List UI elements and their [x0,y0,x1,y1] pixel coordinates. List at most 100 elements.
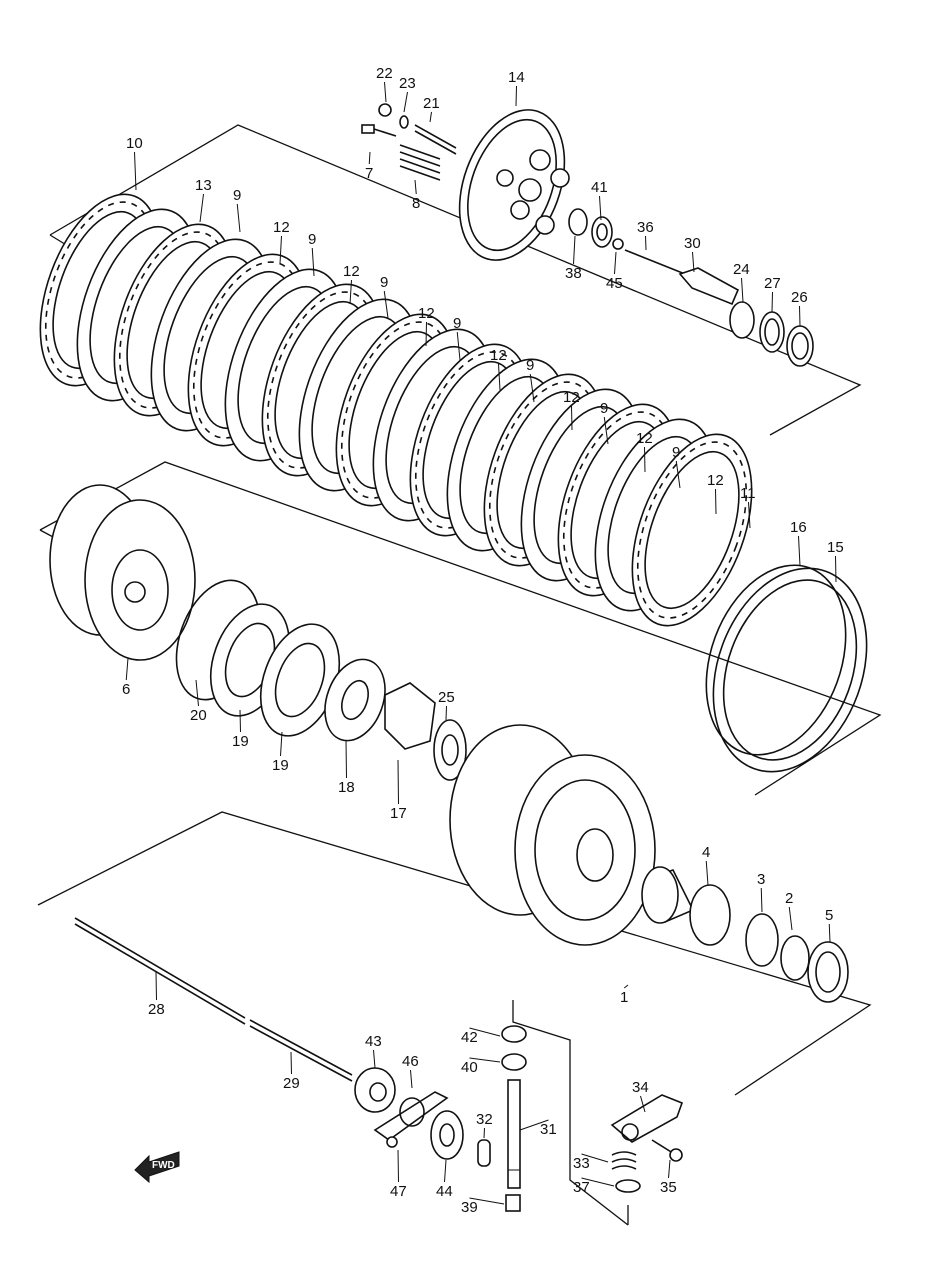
washer-23 [399,115,409,129]
washer-37 [615,1179,641,1193]
leader-line [397,759,399,805]
leader-line [414,179,417,195]
part-number-label: 6 [122,681,130,698]
leader-line [771,291,773,313]
release-arm-34 [610,1094,684,1143]
spring-washer-19b [259,623,341,737]
leader-line [741,277,744,303]
part-labels: 1234567899999991011121212121212121314151… [122,65,844,1216]
push-rod-28 [74,917,246,1025]
leader-line [828,923,831,943]
part-number-label: 10 [126,135,143,152]
leader-line [349,279,352,305]
part-number-label: 1 [620,989,628,1006]
bearing-41 [591,216,613,248]
bearing-5 [807,941,849,1003]
leader-line [199,193,204,223]
part-number-label: 7 [365,165,373,182]
part-number-label: 24 [733,261,750,278]
cam-18 [324,658,386,742]
leader-line [529,373,535,403]
part-number-label: 27 [764,275,781,292]
leader-line [125,657,129,681]
leader-line [581,1153,609,1163]
leader-line [748,501,751,529]
spring-bolt [361,124,397,137]
leader-line [280,731,283,757]
leader-line [410,1069,413,1089]
washer-38 [568,208,588,236]
bolt-47 [386,1136,398,1148]
part-number-label: 17 [390,805,407,822]
part-number-label: 33 [573,1155,590,1172]
leader-line [383,290,389,319]
leader-line [469,1027,501,1037]
part-number-label: 19 [232,733,249,750]
part-number-label: 47 [390,1183,407,1200]
leader-line [311,247,315,277]
part-number-label: 41 [591,179,608,196]
part-number-label: 12 [563,389,580,406]
leader-line [373,1049,376,1069]
leader-line [403,91,408,113]
ball-45 [612,238,624,250]
bearing-42 [501,1025,527,1043]
part-number-label: 35 [660,1179,677,1196]
leader-line [799,305,801,327]
fwd-arrow-icon: FWD [134,1151,180,1184]
part-number-label: 4 [702,844,710,861]
part-number-label: 26 [791,289,808,306]
hub-17 [384,682,436,750]
leader-line [195,679,199,707]
part-number-label: 22 [376,65,393,82]
part-number-label: 23 [399,75,416,92]
leader-line [368,151,371,165]
leader-line [573,235,576,265]
pin-32 [477,1139,491,1167]
part-number-label: 30 [684,235,701,252]
part-number-label: 31 [540,1121,557,1138]
spacer-4 [641,866,695,924]
push-rod-36 [624,249,691,277]
leader-line [788,906,793,931]
part-number-label: 5 [825,907,833,924]
bearing-4 [689,884,731,946]
leader-line [675,460,681,489]
leader-line [429,111,432,123]
bearing-43 [354,1067,396,1113]
part-number-label: 45 [606,275,623,292]
part-number-label: 9 [233,187,241,204]
leader-line [445,705,447,721]
part-number-label: 9 [453,315,461,332]
bushing-39 [505,1194,521,1212]
part-number-label: 19 [272,757,289,774]
part-number-label: 9 [526,357,534,374]
part-number-label: 11 [740,485,756,502]
bolt-35 [651,1139,683,1162]
leader-line [425,321,427,347]
part-number-label: 9 [308,231,316,248]
leader-line [134,151,137,191]
part-number-label: 38 [565,265,582,282]
part-number-label: 20 [190,707,207,724]
leader-line [384,81,387,103]
part-number-label: 21 [423,95,440,112]
spacer-2 [780,935,810,981]
part-number-label: 13 [195,177,212,194]
washer-26 [786,325,814,367]
part-number-label: 40 [461,1059,478,1076]
leader-line [483,1127,485,1139]
spring-33 [611,1151,637,1170]
part-number-label: 34 [632,1079,649,1096]
leader-line [623,984,629,989]
leader-line [456,331,461,361]
leader-line [692,251,695,273]
pin-21 [414,124,457,155]
part-number-label: 12 [273,219,290,236]
washer-25 [433,719,467,781]
part-number-label: 8 [412,195,420,212]
leader-line [236,203,241,233]
part-number-label: 42 [461,1029,478,1046]
leader-line [760,887,763,913]
part-number-label: 12 [490,347,507,364]
